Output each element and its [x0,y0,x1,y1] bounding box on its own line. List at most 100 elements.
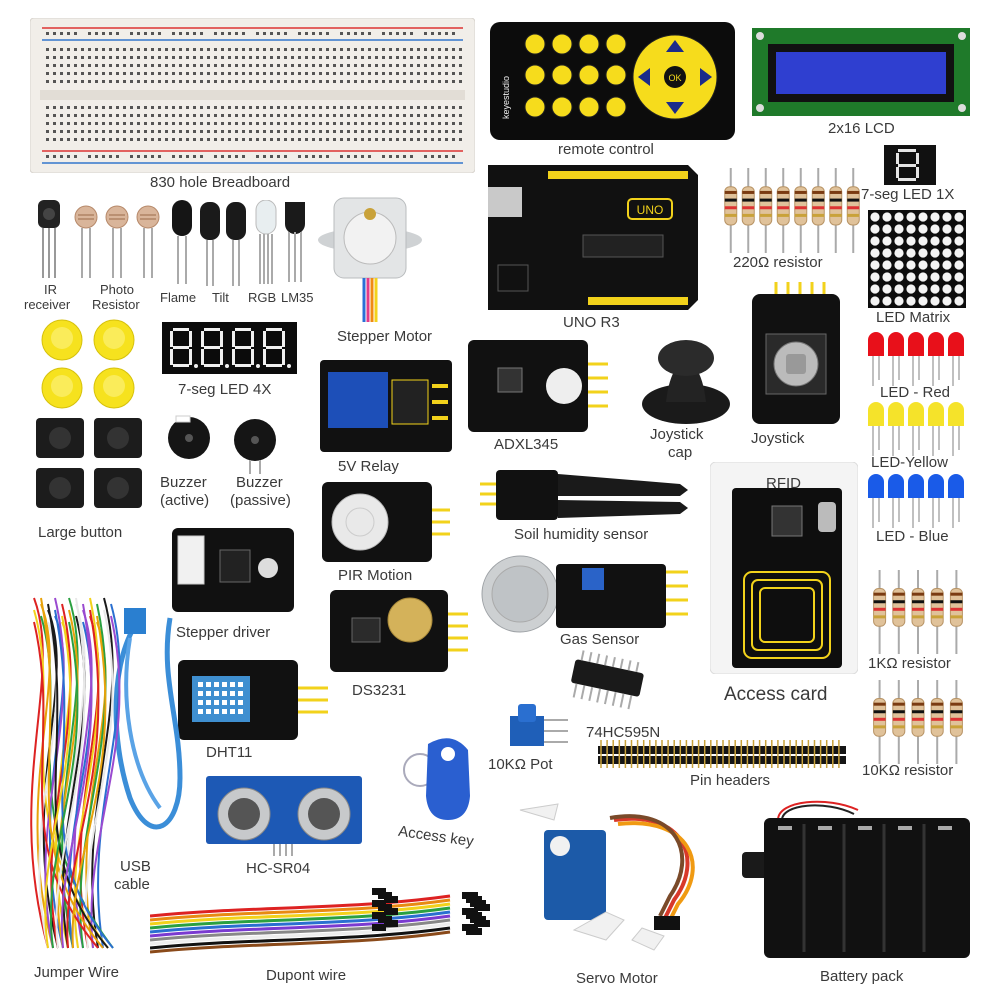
battery-pack-label: Battery pack [820,968,904,985]
dupont-wires [150,880,510,970]
access-key-label: Access key [397,822,475,851]
leds-red-label: LED - Red [880,384,951,401]
access-key-fob [398,724,478,824]
ds3231-label: DS3231 [352,682,407,699]
buzzer-active-label-line2: (active) [160,492,210,509]
svg-text:keyestudio: keyestudio [501,76,511,119]
flame-label: Flame [160,290,197,305]
dht11-module [178,660,328,740]
buzzer-passive-label-line2: (passive) [230,492,291,509]
photo-resistor-label-line1: Photo [100,282,134,297]
relay-label: 5V Relay [338,458,399,475]
stepper-motor-label: Stepper Motor [337,328,433,345]
leds-blue [866,472,966,528]
battery-pack [738,796,976,966]
seven-segment-quad-label: 7-seg LED 4X [178,381,272,398]
servo-motor-label: Servo Motor [576,970,658,987]
rgb-led [254,200,278,285]
adxl345-module [468,340,608,432]
seven-segment-single-label: 7-seg LED 1X [861,186,955,203]
resistors-1k [870,570,966,654]
tilt-sensors [198,202,248,287]
rfid-access-card [710,462,858,674]
ic-74hc595-label: 74HC595N [586,724,661,741]
joystick-label: Joystick [751,430,805,447]
adxl345-label: ADXL345 [494,436,559,453]
joystick-cap [640,336,732,426]
relay-module [320,360,452,452]
joystick-cap-label-line2: cap [668,444,693,461]
photo-resistor-label-line2: Resistor [92,297,140,312]
soil-label: Soil humidity sensor [514,526,649,543]
potentiometer-label: 10KΩ Pot [488,756,553,773]
ds3231-module [330,590,468,672]
gas-sensor-label: Gas Sensor [560,631,640,648]
gas-sensor-module [476,554,688,634]
lcd-display [752,28,970,116]
remote-control: keyestudio OK [490,22,735,140]
photo-resistors [72,205,164,280]
resistors-10k [870,680,966,764]
lcd-label: 2x16 LCD [828,120,895,137]
leds-yellow [866,400,966,456]
joystick-module [750,282,842,427]
stepper-driver-label: Stepper driver [176,624,271,641]
resistors-220 [722,168,862,253]
breadboard [30,18,475,173]
resistors-220-label: 220Ω resistor [733,254,823,271]
pin-headers-label: Pin headers [690,772,771,789]
led-matrix [868,210,966,308]
flame-sensor [170,200,194,285]
hc-sr04-sensor [206,776,362,856]
resistors-10k-label: 10KΩ resistor [862,762,954,779]
usb-cable-label-line1: USB [120,858,151,875]
led-matrix-label: LED Matrix [876,309,951,326]
ir-receiver-label-line2: receiver [24,297,71,312]
servo-motor [514,800,714,968]
usb-cable [100,598,190,848]
large-buttons [36,418,146,513]
lm35-label: LM35 [281,290,314,305]
hc-sr04-label: HC-SR04 [246,860,311,877]
jumper-wires [28,588,128,958]
leds-red [866,330,966,386]
leds-blue-label: LED - Blue [876,528,949,545]
remote-control-label: remote control [558,141,654,158]
seven-segment-quad [162,322,297,374]
ic-74hc595 [568,650,646,710]
buzzer-passive-label-line1: Buzzer [236,474,283,491]
soil-humidity-sensor [480,470,690,526]
jumper-wire-label: Jumper Wire [34,964,120,981]
joystick-cap-label-line1: Joystick [650,426,704,443]
pin-headers [598,740,848,768]
lm35-sensor [283,202,307,284]
rfid-label: RFID [766,475,801,492]
tilt-label: Tilt [212,290,229,305]
resistors-1k-label: 1KΩ resistor [868,655,951,672]
buzzer-passive [232,412,278,474]
leds-yellow-label: LED-Yellow [871,454,948,471]
ir-receiver-label-line1: IR [44,282,57,297]
dupont-wire-label: Dupont wire [266,967,347,984]
buzzer-active-label-line1: Buzzer [160,474,207,491]
uno-r3-label: UNO R3 [563,314,620,331]
rgb-label: RGB [248,290,277,305]
stepper-motor [316,190,424,325]
buzzer-active [166,410,212,472]
ir-receiver [34,200,64,280]
access-card-label: Access card [724,684,828,705]
svg-text:UNO: UNO [637,203,664,217]
dht11-label: DHT11 [206,744,253,761]
button-caps-yellow [36,318,140,410]
stepper-driver-board [172,528,294,612]
large-button-label: Large button [38,524,123,541]
svg-text:OK: OK [668,73,681,83]
uno-r3-board: UNO [488,165,698,310]
breadboard-label: 830 hole Breadboard [150,174,291,191]
usb-cable-label-line2: cable [114,876,150,893]
potentiometer-10k [506,698,570,754]
pir-motion-module [322,482,450,562]
pir-label: PIR Motion [338,567,413,584]
seven-segment-single [884,145,936,185]
